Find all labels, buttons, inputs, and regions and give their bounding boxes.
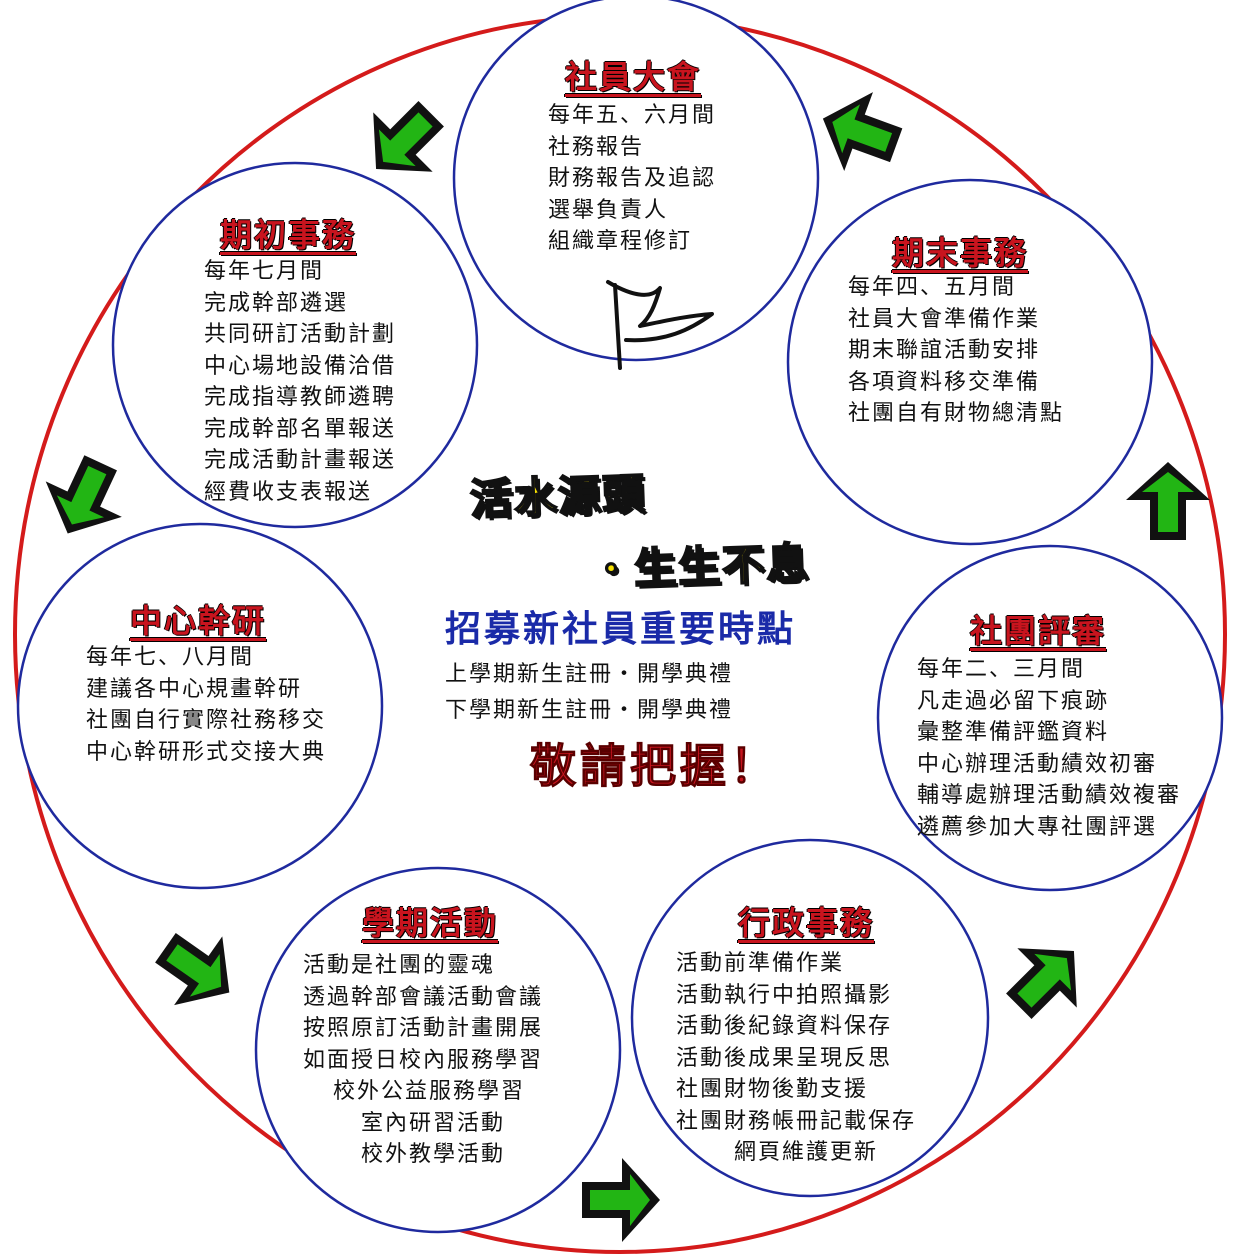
list-item: 社團財物後勤支援 bbox=[676, 1077, 869, 1102]
list-item: 活動是社團的靈魂 bbox=[303, 953, 496, 978]
node-list-term-start: 每年七月間 完成幹部遴選 共同研訂活動計劃 中心場地設備洽借 完成指導教師遴聘 … bbox=[204, 256, 396, 508]
flag-icon bbox=[606, 280, 714, 370]
recycle-arrow-icon bbox=[582, 1158, 660, 1242]
node-title-club-review: 社團評審 bbox=[970, 612, 1107, 650]
list-item: 社團自行實際社務移交 bbox=[86, 708, 327, 733]
list-item: 財務報告及追認 bbox=[548, 166, 717, 191]
list-item: 建議各中心規畫幹研 bbox=[86, 676, 303, 702]
list-item: 如面授日校內服務學習 bbox=[303, 1047, 544, 1073]
list-item: 活動前準備作業 bbox=[676, 951, 845, 976]
node-list-center-training: 每年七、八月間 建議各中心規畫幹研 社團自行實際社務移交 中心幹研形式交接大典 bbox=[86, 642, 326, 768]
node-list-assembly: 每年五、六月間 社務報告 財務報告及追認 選舉負責人 組織章程修訂 bbox=[548, 100, 716, 258]
list-item: 網頁維護更新 bbox=[734, 1140, 879, 1165]
list-item: 室內研習活動 bbox=[361, 1110, 506, 1136]
list-item: 活動後紀錄資料保存 bbox=[676, 1014, 893, 1039]
circle-admin bbox=[630, 838, 990, 1198]
list-item: 組織章程修訂 bbox=[548, 229, 693, 254]
list-item: 每年四、五月間 bbox=[848, 275, 1017, 300]
urge-text: 敬請把握！ bbox=[530, 739, 780, 794]
list-item: 輔導處辦理活動績效複審 bbox=[917, 783, 1182, 808]
list-item: 共同研訂活動計劃 bbox=[204, 322, 397, 347]
list-item: 每年二、三月間 bbox=[917, 657, 1086, 682]
list-item: 中心場地設備洽借 bbox=[204, 353, 397, 379]
list-item: 完成幹部遴選 bbox=[204, 290, 349, 316]
list-item: 透過幹部會議活動會議 bbox=[303, 984, 544, 1010]
circle-semester-activities bbox=[254, 866, 622, 1234]
slogan-line-1: 活水源頭 bbox=[468, 468, 648, 525]
circle-assembly bbox=[452, 0, 820, 362]
list-item: 中心幹研形式交接大典 bbox=[86, 739, 327, 765]
node-title-admin: 行政事務 bbox=[738, 904, 875, 942]
circle-center-training bbox=[16, 522, 384, 890]
list-item: 社團財務帳冊記載保存 bbox=[676, 1108, 917, 1134]
list-item: 完成指導教師遴聘 bbox=[204, 385, 397, 410]
list-item: 社員大會準備作業 bbox=[848, 306, 1041, 332]
list-item: 每年七月間 bbox=[204, 259, 325, 284]
node-list-term-end: 每年四、五月間 社員大會準備作業 期末聯誼活動安排 各項資料移交準備 社團自有財… bbox=[848, 272, 1064, 430]
node-title-term-start: 期初事務 bbox=[220, 216, 357, 254]
list-item: 經費收支表報送 bbox=[204, 479, 373, 505]
list-item: 每年五、六月間 bbox=[548, 103, 717, 128]
list-item: 中心辦理活動績效初審 bbox=[917, 751, 1158, 777]
recycle-arrow-icon bbox=[141, 913, 254, 1027]
list-item: 凡走過必留下痕跡 bbox=[917, 688, 1110, 714]
recruit-line: 下學期新生註冊・開學典禮 bbox=[445, 698, 734, 723]
slogan-line-2: ・生生不息 bbox=[588, 537, 812, 596]
circle-term-end bbox=[786, 178, 1154, 546]
list-item: 活動後成果呈現反思 bbox=[676, 1045, 893, 1071]
node-title-term-end: 期末事務 bbox=[892, 234, 1029, 272]
circle-club-review bbox=[876, 544, 1224, 892]
list-item: 校外公益服務學習 bbox=[333, 1079, 526, 1104]
recruit-line: 上學期新生註冊・開學典禮 bbox=[445, 662, 734, 687]
node-list-admin: 活動前準備作業 活動執行中拍照攝影 活動後紀錄資料保存 活動後成果呈現反思 社團… bbox=[676, 948, 916, 1169]
node-title-center-training: 中心幹研 bbox=[130, 602, 267, 640]
recycle-arrow-icon bbox=[1126, 462, 1210, 540]
list-item: 完成活動計畫報送 bbox=[204, 448, 397, 473]
list-item: 按照原訂活動計畫開展 bbox=[303, 1016, 544, 1041]
recruit-title: 招募新社員重要時點 bbox=[445, 609, 797, 650]
recycle-arrow-icon bbox=[29, 445, 139, 552]
node-title-assembly: 社員大會 bbox=[565, 58, 702, 96]
list-item: 期末聯誼活動安排 bbox=[848, 338, 1041, 363]
node-title-semester-activities: 學期活動 bbox=[362, 904, 499, 942]
list-item: 校外教學活動 bbox=[361, 1142, 506, 1167]
list-item: 每年七、八月間 bbox=[86, 645, 255, 670]
node-list-club-review: 每年二、三月間 凡走過必留下痕跡 彙整準備評鑑資料 中心辦理活動績效初審 輔導處… bbox=[917, 654, 1181, 843]
circle-term-start bbox=[111, 161, 479, 529]
list-item: 社團自有財物總清點 bbox=[848, 401, 1065, 426]
list-item: 彙整準備評鑑資料 bbox=[917, 720, 1110, 745]
list-item: 遴薦參加大專社團評選 bbox=[917, 814, 1158, 840]
node-list-semester-activities: 活動是社團的靈魂 透過幹部會議活動會議 按照原訂活動計畫開展 如面授日校內服務學… bbox=[303, 950, 543, 1171]
list-item: 社務報告 bbox=[548, 134, 645, 160]
list-item: 各項資料移交準備 bbox=[848, 369, 1041, 395]
recycle-arrow-icon bbox=[808, 79, 911, 185]
list-item: 完成幹部名單報送 bbox=[204, 416, 397, 442]
recycle-arrow-icon bbox=[989, 921, 1104, 1036]
list-item: 選舉負責人 bbox=[548, 197, 669, 223]
list-item: 活動執行中拍照攝影 bbox=[676, 982, 893, 1008]
